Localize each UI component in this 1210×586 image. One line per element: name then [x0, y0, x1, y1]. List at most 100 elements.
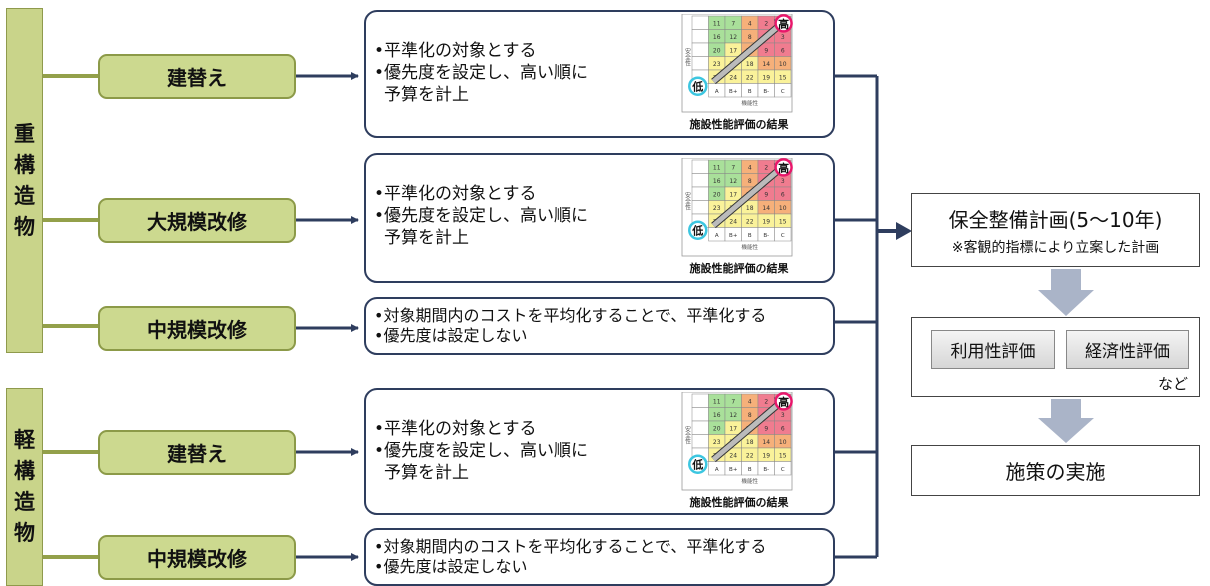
connector-line [43, 74, 99, 78]
matrix-cell-value: 23 [713, 439, 721, 446]
category-heavy-structure: 重 構 造 物 [6, 8, 43, 353]
description-line: •優先度は設定しない [374, 326, 528, 345]
matrix-cell-value: 10 [779, 205, 787, 212]
matrix-cell-value: 18 [746, 205, 754, 212]
maintenance-plan-box: 保全整備計画(5～10年) ※客観的指標により立案した計画 [911, 193, 1200, 267]
matrix-low-marker [688, 220, 708, 240]
matrix-cell-value: 20 [713, 426, 721, 433]
category-light-structure: 軽 構 造 物 [6, 388, 43, 586]
economic-evaluation: 経済性評価 [1066, 330, 1189, 369]
matrix-col-label: C [781, 233, 785, 239]
matrix-cell-value: 24 [729, 219, 737, 226]
category-char: 構 [14, 152, 35, 177]
matrix-cell-value: 7 [731, 399, 735, 406]
matrix-cell-value: 24 [729, 75, 737, 82]
matrix-col-label: B+ [729, 89, 738, 95]
matrix-high-label: 高 [778, 17, 789, 31]
matrix-row-label-cell [691, 29, 709, 44]
evaluation-matrix-graphic: 安全性C117421B-1612853B20171396B+2321181410… [681, 13, 793, 113]
matrix-row-label-cell [691, 407, 709, 422]
matrix-cell-value: 17 [729, 192, 737, 199]
matrix-cell-value: 10 [779, 61, 787, 68]
matrix-cell-value: 9 [764, 48, 768, 55]
matrix-high-label: 高 [778, 395, 789, 409]
connector-line [43, 324, 99, 328]
matrix-cell-value: 19 [762, 453, 770, 460]
matrix-row-label-cell [691, 56, 709, 71]
description-line: •平準化の対象とする [374, 184, 537, 204]
matrix-cell-value: 4 [748, 21, 752, 28]
matrix-col-label-cell [774, 227, 792, 242]
category-char: 軽 [14, 428, 35, 452]
matrix-cell-value: 12 [729, 34, 737, 41]
matrix-col-label-cell [774, 83, 792, 98]
matrix-cell-value: 8 [748, 34, 752, 41]
matrix-cell-value: 15 [779, 219, 787, 226]
matrix-cell-value: 2 [764, 21, 768, 28]
matrix-cell-value: 16 [713, 178, 721, 185]
method-box-mid-renovation-light: 中規模改修 [98, 535, 296, 580]
matrix-cell-value: 18 [746, 439, 754, 446]
matrix-x-axis-label: 機能性 [741, 243, 758, 251]
matrix-cell-value: 24 [729, 453, 737, 460]
category-char: 重 [14, 121, 35, 146]
evaluation-matrix: 安全性C117421B-1612853B20171396B+2321181410… [664, 13, 814, 132]
matrix-cell-value: 14 [762, 61, 770, 68]
matrix-cell-value: 12 [729, 178, 737, 185]
matrix-cell-value: 19 [762, 75, 770, 82]
matrix-cell-value: 14 [762, 439, 770, 446]
matrix-cell-value: 15 [779, 75, 787, 82]
matrix-cell-value: 3 [781, 34, 785, 41]
matrix-row-label-cell [691, 173, 709, 188]
matrix-cell-value: 9 [764, 426, 768, 433]
method-box-mid-renovation-heavy: 中規模改修 [98, 306, 296, 351]
matrix-cell-value: 19 [762, 219, 770, 226]
matrix-low-label: 低 [691, 80, 703, 94]
matrix-row-label-cell [691, 420, 709, 435]
description-line: 予算を計上 [384, 85, 469, 105]
matrix-col-label: B+ [729, 467, 738, 473]
description-line: •優先度を設定し、高い順に [374, 63, 589, 83]
matrix-cell-value: 2 [764, 399, 768, 406]
matrix-arrow [711, 167, 782, 228]
matrix-cell-value: 17 [729, 48, 737, 55]
description-line: 予算を計上 [384, 463, 469, 483]
matrix-arrow [711, 23, 782, 84]
matrix-x-axis-label: 機能性 [741, 477, 758, 485]
matrix-y-axis-label: 安全性 [684, 47, 691, 67]
method-box-rebuild-light: 建替え [98, 430, 296, 475]
matrix-cell-value: 10 [779, 439, 787, 446]
category-char: 造 [14, 183, 35, 208]
plan-subtitle: ※客観的指標により立案した計画 [951, 240, 1160, 256]
matrix-col-label: B- [763, 233, 769, 239]
matrix-col-label: B [748, 233, 752, 239]
evaluation-matrix: 安全性C117421B-1612853B20171396B+2321181410… [664, 391, 814, 510]
matrix-cell-value: 22 [746, 453, 754, 460]
matrix-cell-value: 20 [713, 48, 721, 55]
matrix-col-label: B- [763, 467, 769, 473]
matrix-x-axis-label: 機能性 [741, 99, 758, 107]
matrix-cell-value: 17 [729, 426, 737, 433]
category-char: 物 [14, 214, 35, 239]
matrix-low-marker [688, 454, 708, 474]
description-line: •優先度を設定し、高い順に [374, 206, 589, 226]
matrix-high-marker [774, 392, 793, 411]
description-line: •優先度を設定し、高い順に [374, 441, 589, 461]
description-line: •優先度は設定しない [374, 557, 528, 576]
matrix-col-label: A [715, 233, 719, 239]
connector-line [43, 450, 99, 454]
matrix-col-label: B [748, 89, 752, 95]
matrix-row-label-cell [691, 42, 709, 57]
matrix-low-label: 低 [691, 224, 703, 238]
connector-line [43, 218, 99, 222]
matrix-arrow [711, 401, 782, 462]
evaluation-matrix-graphic: 安全性C117421B-1612853B20171396B+2321181410… [681, 157, 793, 257]
matrix-high-marker [774, 158, 793, 177]
matrix-cell-value: 18 [746, 61, 754, 68]
matrix-col-label: B [748, 467, 752, 473]
matrix-low-marker [688, 76, 708, 96]
matrix-high-marker [774, 14, 793, 33]
method-box-major-renovation: 大規模改修 [98, 198, 296, 243]
matrix-cell-value: 14 [762, 205, 770, 212]
